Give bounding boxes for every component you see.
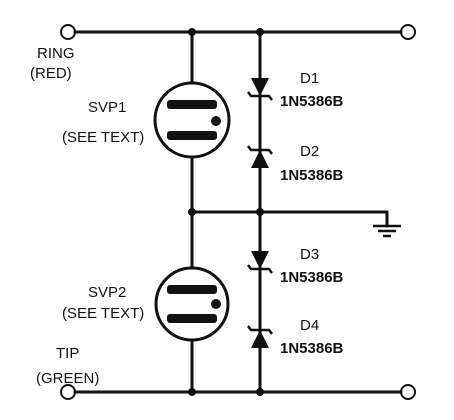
d3-label: D3	[300, 246, 319, 263]
d2-part-label: 1N5386B	[280, 167, 344, 184]
tip-color-label: (GREEN)	[36, 370, 99, 387]
tip-label: TIP	[56, 345, 79, 362]
d4-label: D4	[300, 317, 319, 334]
ring-terminal-right	[400, 24, 416, 40]
diode-d3	[247, 251, 273, 274]
tip-terminal-right	[400, 384, 416, 400]
svp1-label: SVP1	[88, 99, 126, 116]
junction-dot	[188, 388, 196, 396]
gas-dot-icon	[211, 116, 221, 126]
ring-label: RING	[37, 45, 75, 62]
diode-d4	[247, 325, 273, 348]
svp2-label: SVP2	[88, 284, 126, 301]
zener-cathode-bar	[247, 145, 273, 155]
junction-dot	[188, 28, 196, 36]
junction-dot	[256, 28, 264, 36]
zener-cathode-bar	[247, 91, 273, 101]
diode-d1	[247, 78, 273, 101]
ground-symbol	[373, 210, 401, 238]
d4-part-label: 1N5386B	[280, 340, 344, 357]
zener-cathode-bar	[247, 264, 273, 274]
diode-d2	[247, 145, 273, 168]
d2-label: D2	[300, 143, 319, 160]
ring-color-label: (RED)	[30, 65, 72, 82]
svp1-note: (SEE TEXT)	[62, 129, 144, 146]
tip-terminal-left	[60, 384, 76, 400]
zener-cathode-bar	[247, 325, 273, 335]
ring-terminal-left	[60, 24, 76, 40]
d1-part-label: 1N5386B	[280, 93, 344, 110]
junction-dot	[256, 208, 264, 216]
junction-dot	[188, 208, 196, 216]
svp1-surge-protector	[153, 81, 231, 159]
svp2-surge-protector	[154, 266, 230, 342]
svp2-note: (SEE TEXT)	[62, 305, 144, 322]
junction-dot	[256, 388, 264, 396]
d3-part-label: 1N5386B	[280, 269, 344, 286]
d1-label: D1	[300, 70, 319, 87]
gas-dot-icon	[211, 299, 221, 309]
